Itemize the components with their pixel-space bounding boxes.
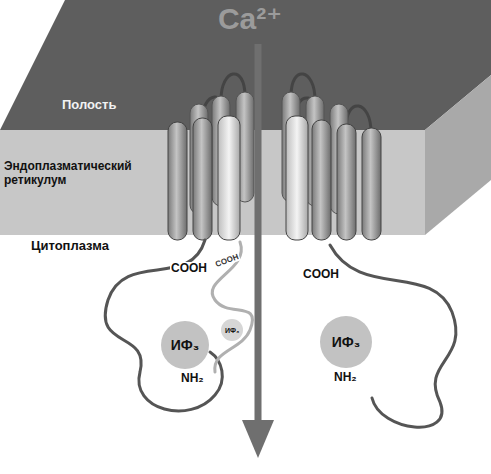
terminus-label: NH₂ [180, 372, 205, 386]
region-label: Цитоплазма [30, 239, 110, 254]
terminus-label: COOH [170, 262, 208, 276]
right-loop [330, 245, 456, 427]
ip3-circle: ИФ₃ [220, 318, 244, 342]
terminus-label: COOH [213, 252, 241, 270]
helix [312, 120, 331, 240]
ip3-label: ИФ₃ [332, 334, 361, 350]
membrane-side [425, 75, 491, 235]
calcium-arrow [242, 44, 274, 458]
middle-loop [212, 242, 252, 372]
left-loop [105, 240, 222, 411]
helix [218, 116, 240, 240]
helix [362, 128, 381, 240]
helix [286, 116, 308, 240]
cytoplasmic-loops [105, 240, 456, 427]
ip3-label: ИФ₃ [225, 327, 239, 334]
helix [168, 122, 187, 240]
ip3-circle: ИФ₃ [319, 315, 373, 369]
ip3-label: ИФ₃ [171, 337, 200, 353]
helix [337, 124, 356, 240]
terminus-label: COOH [302, 268, 340, 282]
ip3-circle: ИФ₃ [160, 320, 210, 370]
region-label: Эндоплазматический ретикулум [4, 160, 154, 188]
helix-group [168, 74, 381, 240]
helix [193, 118, 212, 240]
ion-label: Ca²⁺ [218, 2, 282, 37]
region-label: Полость [62, 98, 116, 113]
terminus-label: NH₂ [333, 371, 358, 385]
